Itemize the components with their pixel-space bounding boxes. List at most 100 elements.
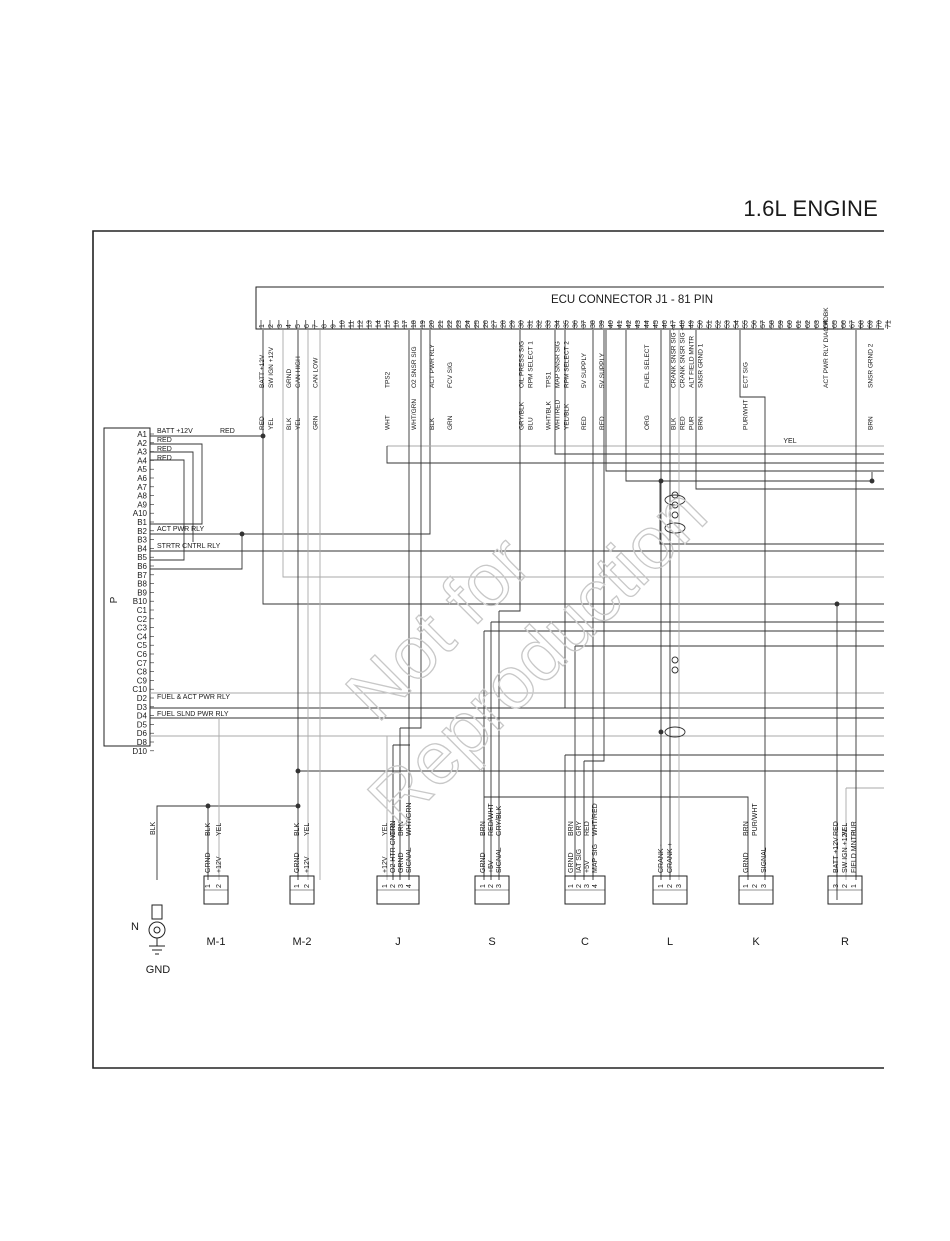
connector-p-pin: B9 [137,588,147,597]
ecu-pin-wire-color: BLU [528,417,535,430]
ecu-pin-wire-color: PUR/WHT [742,400,749,430]
ecu-pin-number: 35 [563,320,570,328]
component-pin-signal: +12V [382,856,389,873]
bus-wire-label: YEL [783,438,796,445]
ecu-pin-function: RPM SELECT 1 [528,341,535,388]
ecu-pin-function: ACT PWR RLY DIAG FDBK [823,307,830,388]
ecu-pin-function: BATT +12V [259,354,266,388]
ecu-pin-number: 12 [357,320,364,328]
connector-p-wire-label: RED [157,437,172,444]
ecu-pin-number: 25 [474,320,481,328]
ecu-pin-number: 22 [447,320,454,328]
ecu-pin-number: 47 [671,320,678,328]
connector-p-pin: C3 [137,624,148,633]
ecu-pin-number: 18 [411,320,418,328]
connector-p-pin: C2 [137,615,148,624]
connector-p-pin: A9 [137,500,147,509]
ground-ring-hole [153,926,161,934]
connector-p-pin: C7 [137,659,148,668]
ecu-pin-number: 69 [868,320,875,328]
ecu-pin-number: 17 [402,320,409,328]
ecu-pin-function: CRANK SNSR SIG + [680,327,687,388]
ecu-pin-number: 36 [572,320,579,328]
watermark: Not for Reproduction [329,470,722,841]
ecu-pin-wire-color: YEL [268,417,275,430]
connector-p-pin: C4 [137,632,148,641]
component-pin-number: 1 [294,884,301,888]
ecu-pin-wire-color: GRN [447,415,454,430]
ecu-pin-number: 13 [366,320,373,328]
connector-p-pin: C10 [132,685,147,694]
ecu-pin-wire-color: GRN [313,415,320,430]
component-wire-color: PUR [851,821,858,836]
connector-p-wire-label: BATT +12V [157,428,193,435]
connector-p-pin: B8 [137,580,147,589]
ecu-pin-number: 26 [483,320,490,328]
ecu-pin-number: 11 [349,321,356,328]
component-id: N [131,921,139,933]
component-wire-color: GRN [390,820,397,836]
ecu-pin-number: 42 [626,320,633,328]
connector-p-box [103,427,151,747]
component-pin-number: 2 [216,884,223,888]
ecu-pin-number: 32 [536,320,543,328]
component-label: M-1 [207,936,226,948]
ecu-pin-number: 44 [644,320,651,328]
component-pin-number: 2 [390,884,397,888]
ecu-pin-number: 34 [554,320,561,328]
ecu-pin-number: 8 [322,324,329,328]
ecu-pin-number: 4 [286,324,293,328]
ecu-pin-number: 56 [751,320,758,328]
component-wire-color: BLK [205,822,212,836]
component-pin-number: 3 [833,884,840,888]
component-label: S [488,936,495,948]
ecu-pin-number: 20 [429,320,436,328]
ecu-pin-number: 24 [465,320,472,328]
ecu-pin-number: 71 [886,320,893,328]
connector-p-pin: B1 [137,518,147,527]
component-pin-number: 1 [851,884,858,888]
component-pin-signal: IAT SIG [576,849,583,873]
component-pin-signal: SW IGN +12V [842,829,849,873]
ecu-pin-number: 68 [859,320,866,328]
ecu-pin-wire-color: BRN [868,416,875,430]
component-pin-number: 2 [304,884,311,888]
connector-p-pin: C9 [137,676,148,685]
ecu-pin-number: 46 [662,320,669,328]
ecu-pin-function: GRND [286,369,293,388]
ecu-pin-number: 59 [778,320,785,328]
connector-p-pin: D5 [137,720,148,729]
ecu-pin-number: 51 [707,320,714,328]
component-pin-number: 2 [488,884,495,888]
ecu-pin-number: 63 [814,320,821,328]
ecu-pin-number: 40 [608,320,615,328]
component-wire-color: YEL [842,823,849,836]
ecu-pin-number: 16 [393,320,400,328]
ecu-pin-wire-color: BRN [698,416,705,430]
ecu-pin-number: 31 [528,320,535,328]
ecu-pin-number: 65 [832,320,839,328]
component-pin-signal: CRANK - [658,844,665,873]
component-wire-color: GRY/BLK [496,805,503,836]
component-pin-signal: SIGNAL [406,847,413,873]
component-wire-color: BRN [480,821,487,836]
ecu-pin-function: TPS2 [384,371,391,388]
ecu-pin-wire-color: ORG [644,415,651,430]
component-pin-number: 4 [592,884,599,888]
component-wire-color: RED/WHT [488,803,495,836]
connector-p-pin: C6 [137,650,148,659]
ecu-pin-number: 66 [841,320,848,328]
diagram-frame [92,230,884,1069]
component-pin-signal: GRND [205,852,212,873]
ecu-pin-number: 61 [796,320,803,328]
connector-p-wire-label: RED [157,455,172,462]
component-wire-color: RED [833,821,840,836]
